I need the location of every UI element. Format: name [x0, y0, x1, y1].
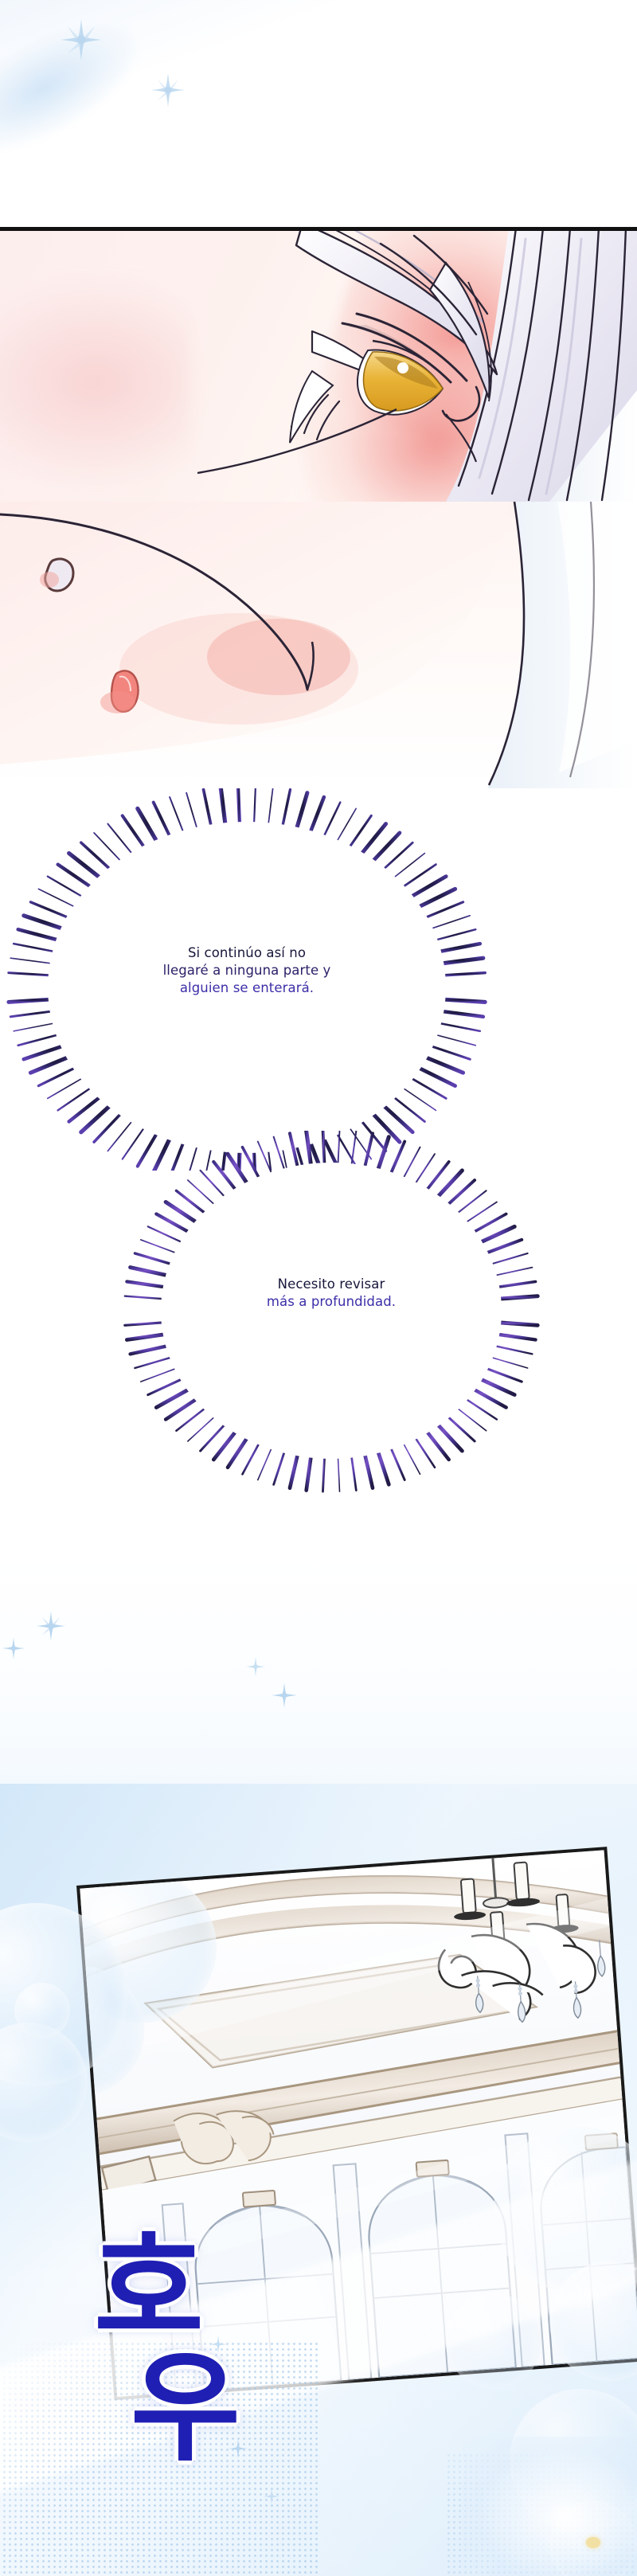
chandelier-icon [437, 1850, 606, 2023]
bubble-2-line-2: más a profundidad. [266, 1294, 397, 1310]
soap-bubble [14, 1983, 70, 2039]
mid-sparkle-section [0, 1553, 637, 1784]
face-artwork [197, 231, 637, 502]
bubble-1-line-2: llegaré a ninguna parte y [162, 963, 331, 979]
sparkle-icon [2, 1637, 25, 1659]
thought-bubble-2: Necesito revisar más a profundidad. [118, 1131, 564, 1505]
bubble-1-shape [6, 788, 487, 1171]
face-lower-section [0, 502, 637, 788]
amber-dot [586, 2537, 600, 2548]
bubble-1-text: Si continúo así no llegaré a ninguna par… [48, 944, 446, 997]
bubble-1-line-1: Si continúo así no [187, 945, 307, 960]
sparkle-icon [245, 1656, 266, 1677]
top-white-section [0, 0, 637, 227]
close-up-face-panel [0, 227, 637, 510]
bubble-1-line-3: alguien se enterará. [179, 980, 315, 996]
sparkle-icon [272, 1683, 297, 1708]
bubble-2-shape [123, 1131, 540, 1493]
sfx-char-2: 우 [131, 2340, 241, 2478]
cloud-glow [462, 2437, 637, 2576]
bubble-2-text: Necesito revisar más a profundidad. [164, 1276, 498, 1311]
blush-left [0, 279, 191, 486]
sound-effect-group: 호 우 [94, 2230, 301, 2564]
light-wisp [0, 0, 163, 165]
sfx-char-1: 호 [94, 2220, 205, 2359]
halftone-texture [0, 2341, 318, 2576]
bubble-2-line-1: Necesito revisar [277, 1276, 385, 1292]
sparkle-icon [36, 1611, 66, 1641]
face-lower-artwork [0, 502, 637, 788]
thought-bubbles-section: Si continúo así no llegaré a ninguna par… [0, 788, 637, 1553]
thought-bubble-1: Si continúo así no llegaré a ninguna par… [0, 788, 541, 1171]
ballroom-section [0, 1784, 637, 2576]
